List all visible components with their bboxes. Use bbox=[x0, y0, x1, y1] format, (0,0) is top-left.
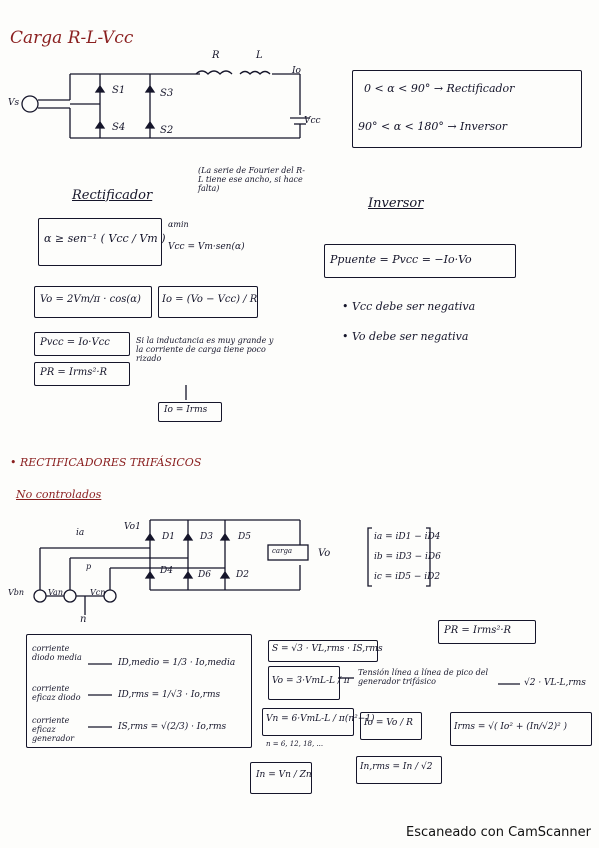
row-label-diodo-media: corriente diodo media bbox=[32, 644, 82, 662]
label-Vcc: Vcc bbox=[304, 116, 321, 126]
tension-result: √2 · VL-L,rms bbox=[524, 678, 586, 688]
section-title-trifasicos: • RECTIFICADORES TRIFÁSICOS bbox=[10, 456, 202, 469]
inversor-title: Inversor bbox=[368, 196, 424, 211]
inrms-box bbox=[356, 756, 442, 784]
alpha-min-formula: α ≥ sen⁻¹ ( Vcc / Vm ) bbox=[44, 232, 166, 245]
label-S4: S4 bbox=[112, 122, 126, 133]
label-D1: D1 bbox=[162, 532, 175, 542]
row-formula-diodo-eficaz: ID,rms = 1/√3 · Io,rms bbox=[118, 690, 221, 700]
pvcc-box bbox=[34, 332, 130, 356]
label-Vs: Vs bbox=[8, 98, 20, 108]
alpha-min-box bbox=[38, 218, 162, 266]
section-title-rlvcc: Carga R-L-Vcc bbox=[10, 28, 134, 48]
label-D6: D6 bbox=[198, 570, 211, 580]
current-ia: ia = iD1 − iD4 bbox=[374, 532, 441, 542]
row-label-generador: corriente eficaz generador bbox=[32, 716, 75, 743]
ppuente-formula: Ppuente = Pvcc = −Io·Vo bbox=[330, 253, 472, 266]
label-D3: D3 bbox=[200, 532, 213, 542]
n-values: n = 6, 12, 18, ... bbox=[266, 740, 324, 748]
label-n: n bbox=[80, 614, 87, 625]
rectificador-title: Rectificador bbox=[72, 188, 153, 203]
label-S1: S1 bbox=[112, 85, 126, 96]
pr-formula: PR = Irms²·R bbox=[40, 367, 108, 378]
label-D2: D2 bbox=[236, 570, 249, 580]
alpha-min-label: αmin bbox=[168, 220, 189, 229]
io-rect-formula: Io = (Vo − Vcc) / R bbox=[162, 294, 258, 305]
label-carga: carga bbox=[272, 547, 293, 555]
current-ib: ib = iD3 − iD6 bbox=[374, 552, 441, 562]
vo-rect-box bbox=[34, 286, 152, 318]
inversor-point-vcc: • Vcc debe ser negativa bbox=[342, 300, 476, 313]
tension-note: Tensión línea a línea de pico del genera… bbox=[358, 668, 489, 686]
vn-box bbox=[262, 708, 354, 736]
pr-tri-box bbox=[438, 620, 536, 644]
irms-formula: Irms = √( Io² + (In/√2)² ) bbox=[454, 722, 568, 732]
irms-box bbox=[450, 712, 592, 746]
in-formula: In = Vn / Zn bbox=[256, 770, 312, 780]
io-irms-box bbox=[158, 402, 222, 422]
label-S3: S3 bbox=[160, 88, 174, 99]
label-Van: Van bbox=[48, 588, 63, 597]
label-p: p bbox=[86, 562, 92, 571]
label-Vo-tri: Vo bbox=[318, 548, 331, 559]
label-Io: Io bbox=[292, 66, 301, 76]
range-rectificador: 0 < α < 90° → Rectificador bbox=[364, 82, 515, 95]
pr-box bbox=[34, 362, 130, 386]
in-box bbox=[250, 762, 312, 794]
ppuente-box bbox=[324, 244, 516, 278]
fourier-note: (La serie de Fourier del R-L tiene ese a… bbox=[198, 166, 305, 193]
row-label-diodo-eficaz: corriente eficaz diodo bbox=[32, 684, 81, 702]
label-Vcn: Vcn bbox=[90, 588, 106, 597]
label-L: L bbox=[256, 50, 263, 61]
pr-tri-formula: PR = Irms²·R bbox=[444, 625, 512, 636]
no-controlados-subtitle: No controlados bbox=[16, 488, 102, 501]
vo-tri-box bbox=[268, 666, 340, 700]
label-R: R bbox=[212, 50, 220, 61]
vn-formula: Vn = 6·VmL-L / π(n²−1) bbox=[266, 714, 375, 724]
label-D5: D5 bbox=[238, 532, 251, 542]
vcc-equation: Vcc = Vm·sen(α) bbox=[168, 242, 245, 252]
s-formula: S = √3 · VL,rms · IS,rms bbox=[272, 644, 383, 654]
label-ia: ia bbox=[76, 528, 85, 538]
inrms-formula: In,rms = In / √2 bbox=[360, 762, 433, 772]
alpha-range-box bbox=[352, 70, 582, 148]
range-inversor: 90° < α < 180° → Inversor bbox=[358, 120, 507, 133]
s-box bbox=[268, 640, 378, 662]
current-ic: ic = iD5 − iD2 bbox=[374, 572, 441, 582]
label-Vbn: Vbn bbox=[8, 588, 25, 597]
io-rect-box bbox=[158, 286, 258, 318]
inductance-note: Si la inductancia es muy grande y la cor… bbox=[136, 336, 274, 363]
label-D4: D4 bbox=[160, 566, 173, 576]
scanner-footer: Escaneado con CamScanner bbox=[405, 825, 591, 840]
vo-rect-formula: Vo = 2Vm/π · cos(α) bbox=[40, 294, 141, 305]
io-tri-box bbox=[360, 712, 422, 740]
label-Vo1: Vo1 bbox=[124, 522, 141, 532]
row-formula-diodo-media: ID,medio = 1/3 · Io,media bbox=[118, 658, 236, 668]
vo-tri-formula: Vo = 3·VmL-L / π bbox=[272, 676, 350, 686]
io-irms-result: Io = Irms bbox=[164, 405, 208, 415]
io-tri-formula: Io = Vo / R bbox=[364, 718, 413, 728]
diode-currents-box bbox=[26, 634, 252, 748]
row-formula-generador: IS,rms = √(2/3) · Io,rms bbox=[118, 722, 227, 732]
pvcc-formula: Pvcc = Io·Vcc bbox=[40, 337, 110, 348]
label-S2: S2 bbox=[160, 125, 174, 136]
inversor-point-vo: • Vo debe ser negativa bbox=[342, 330, 469, 343]
